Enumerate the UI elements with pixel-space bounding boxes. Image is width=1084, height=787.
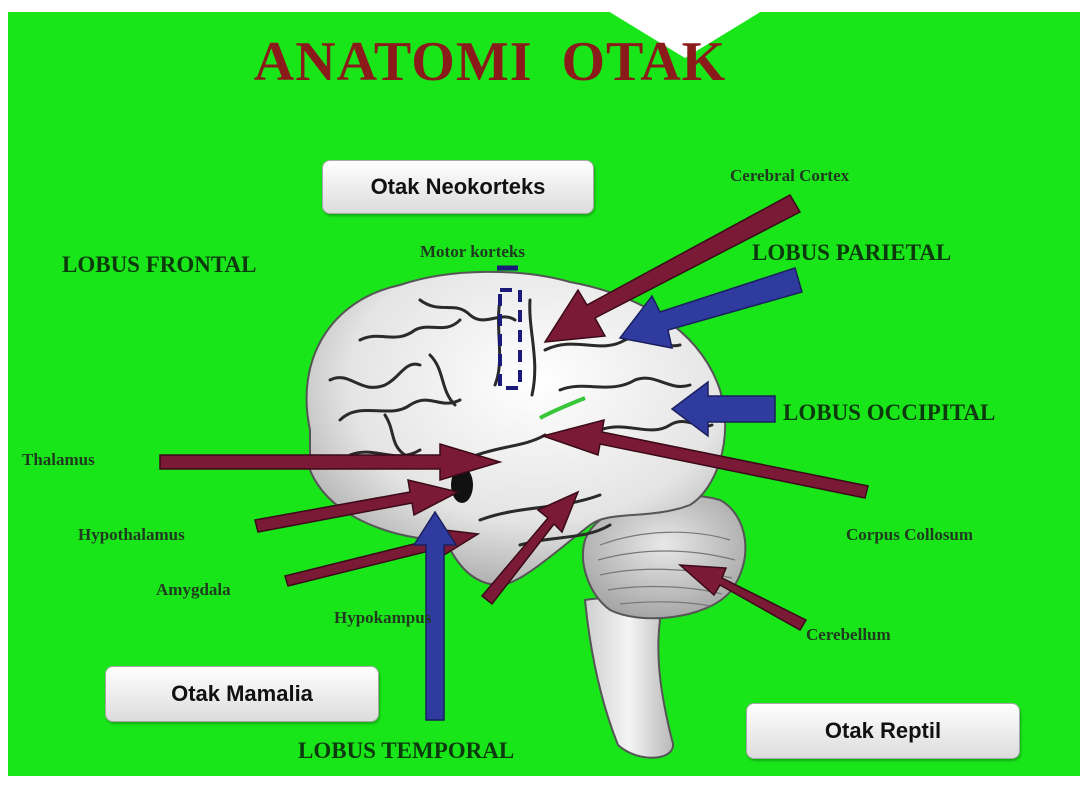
- label-hypokampus: Hypokampus: [334, 608, 431, 628]
- label-lobus-temporal: LOBUS TEMPORAL: [298, 738, 514, 764]
- label-lobus-frontal: LOBUS FRONTAL: [62, 252, 256, 278]
- label-motor-korteks: Motor korteks: [420, 242, 525, 262]
- reptil-box: Otak Reptil: [746, 703, 1020, 759]
- label-cerebral-cortex: Cerebral Cortex: [730, 166, 849, 186]
- label-amygdala: Amygdala: [156, 580, 231, 600]
- label-corpus-collosum: Corpus Collosum: [846, 525, 973, 545]
- neokorteks-box: Otak Neokorteks: [322, 160, 594, 214]
- label-thalamus: Thalamus: [22, 450, 95, 470]
- brain-stem: [585, 598, 673, 758]
- label-lobus-parietal: LOBUS PARIETAL: [752, 240, 951, 266]
- mamalia-box: Otak Mamalia: [105, 666, 379, 722]
- label-hypothalamus: Hypothalamus: [78, 525, 185, 545]
- label-lobus-occipital: LOBUS OCCIPITAL: [783, 400, 995, 426]
- label-cerebellum: Cerebellum: [806, 625, 891, 645]
